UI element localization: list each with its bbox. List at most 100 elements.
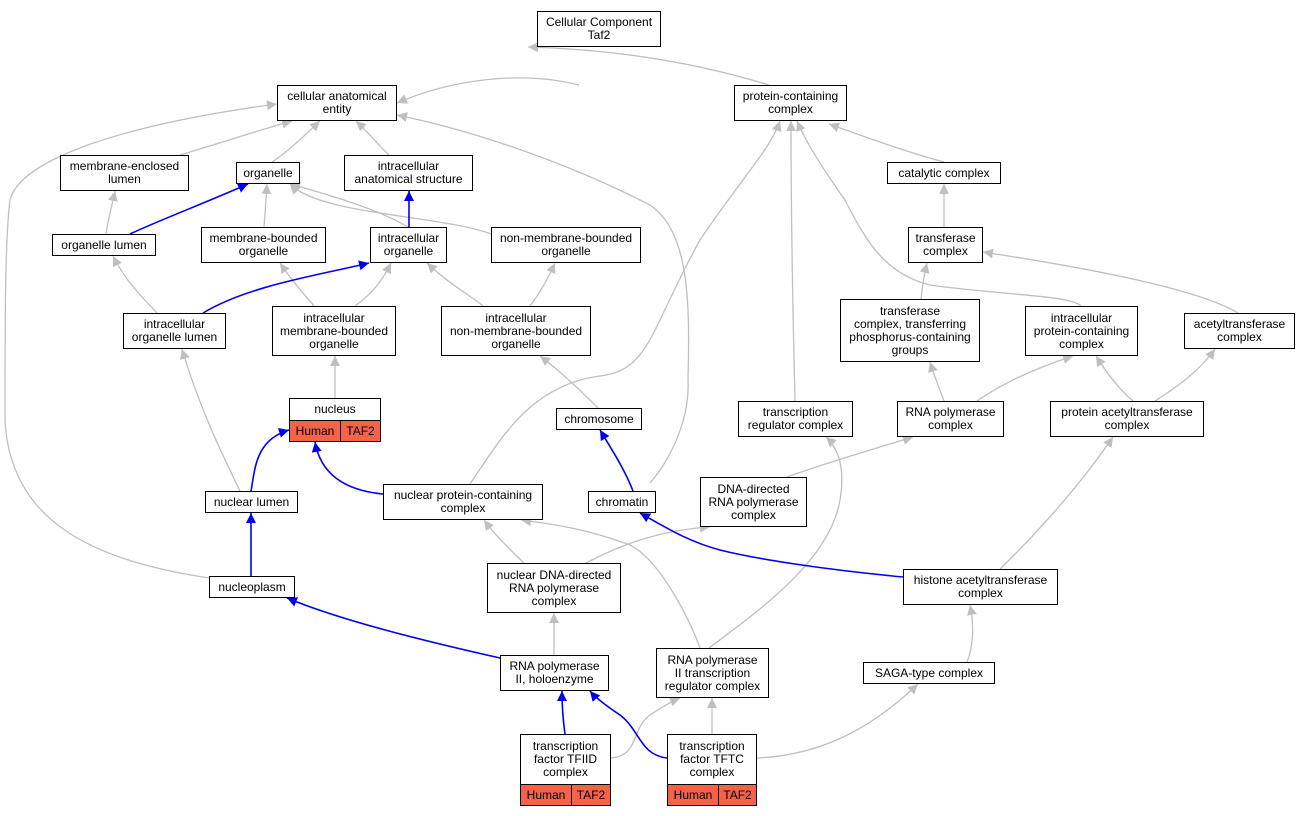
edge-pat-to-act [1154, 348, 1216, 402]
node-dna-directed-rna-polymerase-complex[interactable]: DNA-directed RNA polymerase complex [700, 477, 807, 527]
node-nuclear-lumen[interactable]: nuclear lumen [205, 491, 298, 513]
node-chromosome[interactable]: chromosome [556, 408, 642, 430]
edge-inmbo-to-nmbo [529, 262, 556, 307]
edge-chr-to-inmbo [539, 355, 599, 409]
annotation-gene: TAF2 [340, 421, 380, 441]
annotation-species: Human [668, 785, 718, 805]
node-label: intracellular non-membrane-bounded organ… [449, 310, 583, 351]
node-rna-polymerase-complex[interactable]: RNA polymerase complex [897, 401, 1004, 437]
edge-chrm-to-chr [599, 429, 634, 492]
edge-rnap-to-tcpg [928, 361, 945, 402]
node-intracellular-anatomical-structure[interactable]: intracellular anatomical structure [344, 155, 473, 191]
annotation-row: Human TAF2 [290, 420, 380, 441]
node-histone-acetyltransferase-complex[interactable]: histone acetyltransferase complex [903, 569, 1058, 605]
edge-imbo-to-mbo [279, 262, 315, 307]
node-label: cellular anatomical entity [287, 89, 387, 116]
edge-rp2t-to-npcc [520, 516, 701, 649]
edge-mbo-to-org [261, 183, 272, 228]
node-acetyltransferase-complex[interactable]: acetyltransferase complex [1184, 313, 1295, 349]
node-saga-type-complex[interactable]: SAGA-type complex [863, 662, 995, 684]
edge-nmbo-to-org [289, 183, 492, 235]
node-label: chromosome [564, 411, 634, 426]
edge-tftc-to-saga [756, 683, 919, 759]
node-intracellular-membrane-bounded-organelle[interactable]: intracellular membrane-bounded organelle [272, 306, 396, 356]
node-membrane-enclosed-lumen[interactable]: membrane-enclosed lumen [60, 155, 189, 191]
node-nucleus[interactable]: nucleus Human TAF2 [289, 398, 381, 442]
annotation-row: Human TAF2 [521, 784, 610, 805]
node-chromatin[interactable]: chromatin [588, 491, 656, 513]
node-rna-polymerase-ii-transcription-regulator-complex[interactable]: RNA polymerase II transcription regulato… [656, 648, 769, 698]
edge-np-to-cae [4, 100, 278, 579]
node-label: transferase complex, transferring phosph… [849, 303, 971, 357]
node-label: organelle [243, 165, 293, 180]
edge-chrm-to-cae [396, 112, 690, 484]
node-label: DNA-directed RNA polymerase complex [708, 481, 799, 522]
edge-iol-to-io [202, 260, 370, 314]
edge-hat-to-pat [999, 436, 1114, 570]
node-label: chromatin [595, 494, 649, 509]
node-nuclear-protein-containing-complex[interactable]: nuclear protein-containing complex [383, 484, 543, 520]
node-label: nuclear lumen [213, 494, 290, 509]
node-label: non-membrane-bounded organelle [499, 231, 633, 258]
node-label: transcription factor TFIID complex [532, 739, 599, 779]
annotation-gene: TAF2 [718, 785, 756, 805]
node-label: intracellular protein-containing complex [1033, 310, 1130, 351]
node-label: transcription factor TFTC complex [679, 739, 745, 779]
node-protein-acetyltransferase-complex[interactable]: protein acetyltransferase complex [1050, 401, 1204, 437]
node-membrane-bounded-organelle[interactable]: membrane-bounded organelle [201, 227, 326, 263]
node-label: intracellular organelle lumen [131, 317, 218, 344]
node-label: catalytic complex [898, 165, 990, 180]
edge-npcc-to-pcc [469, 120, 782, 485]
node-cellular-anatomical-entity[interactable]: cellular anatomical entity [277, 85, 397, 121]
edge-npcc-to-nuc [311, 441, 384, 495]
node-catalytic-complex[interactable]: catalytic complex [887, 162, 1001, 184]
node-intracellular-organelle[interactable]: intracellular organelle [370, 227, 447, 263]
edge-nddrp-to-npcc [483, 519, 525, 564]
node-label: protein acetyltransferase complex [1061, 405, 1193, 432]
edge-tftc-to-rp2h [589, 690, 668, 759]
edge-tfiid-to-rp2h [557, 690, 568, 735]
node-protein-containing-complex[interactable]: protein-containing complex [734, 85, 847, 121]
node-label: nucleus [314, 402, 356, 416]
node-intracellular-non-membrane-bounded-organelle[interactable]: intracellular non-membrane-bounded organ… [441, 306, 591, 356]
node-nuclear-dna-directed-rna-polymerase-complex[interactable]: nuclear DNA-directed RNA polymerase comp… [487, 563, 621, 613]
node-organelle-lumen[interactable]: organelle lumen [52, 234, 156, 256]
annotation-row: Human TAF2 [668, 784, 756, 805]
node-label: RNA polymerase II transcription regulato… [664, 652, 761, 693]
edge-cae-to-root [396, 77, 580, 104]
edge-saga-to-hat [966, 604, 977, 663]
edge-cat-to-pcc [828, 122, 945, 163]
node-non-membrane-bounded-organelle[interactable]: non-membrane-bounded organelle [491, 227, 641, 263]
edge-inmbo-to-io [426, 262, 484, 307]
node-organelle[interactable]: organelle [236, 162, 300, 184]
node-transferase-complex[interactable]: transferase complex [908, 227, 983, 263]
node-transcription-regulator-complex[interactable]: transcription regulator complex [738, 401, 853, 437]
edge-pat-to-ipcc [1095, 355, 1134, 402]
node-nucleoplasm[interactable]: nucleoplasm [209, 576, 295, 598]
node-label: Cellular Component Taf2 [545, 15, 653, 42]
node-label: nuclear DNA-directed RNA polymerase comp… [496, 567, 612, 608]
edge-tcpg-to-tc [919, 262, 930, 300]
node-label: membrane-bounded organelle [209, 231, 318, 258]
node-rna-polymerase-ii-holoenzyme[interactable]: RNA polymerase II, holoenzyme [500, 655, 609, 691]
node-transcription-factor-tfiid-complex[interactable]: transcription factor TFIID complex Human… [520, 734, 611, 806]
node-intracellular-organelle-lumen[interactable]: intracellular organelle lumen [123, 313, 226, 349]
node-label: intracellular anatomical structure [354, 159, 463, 186]
edge-nl-to-iol [180, 348, 241, 492]
node-label: acetyltransferase complex [1193, 317, 1286, 344]
edge-hat-to-chrm [639, 512, 904, 578]
edge-org-to-cae [271, 120, 321, 163]
edge-mel-to-cae [179, 118, 293, 156]
node-intracellular-protein-containing-complex[interactable]: intracellular protein-containing complex [1025, 306, 1138, 356]
edge-rp2h-to-np [286, 597, 501, 659]
edge-act-to-tc [982, 248, 1239, 314]
node-label: SAGA-type complex [874, 665, 984, 680]
node-label: protein-containing complex [742, 89, 839, 116]
node-label: membrane-enclosed lumen [69, 159, 180, 186]
node-transferase-complex-phosphorus-groups[interactable]: transferase complex, transferring phosph… [840, 299, 980, 362]
annotation-species: Human [290, 421, 340, 441]
node-transcription-factor-tftc-complex[interactable]: transcription factor TFTC complex Human … [667, 734, 757, 806]
node-label: histone acetyltransferase complex [913, 573, 1048, 600]
node-cellular-component-taf2[interactable]: Cellular Component Taf2 [537, 11, 661, 47]
